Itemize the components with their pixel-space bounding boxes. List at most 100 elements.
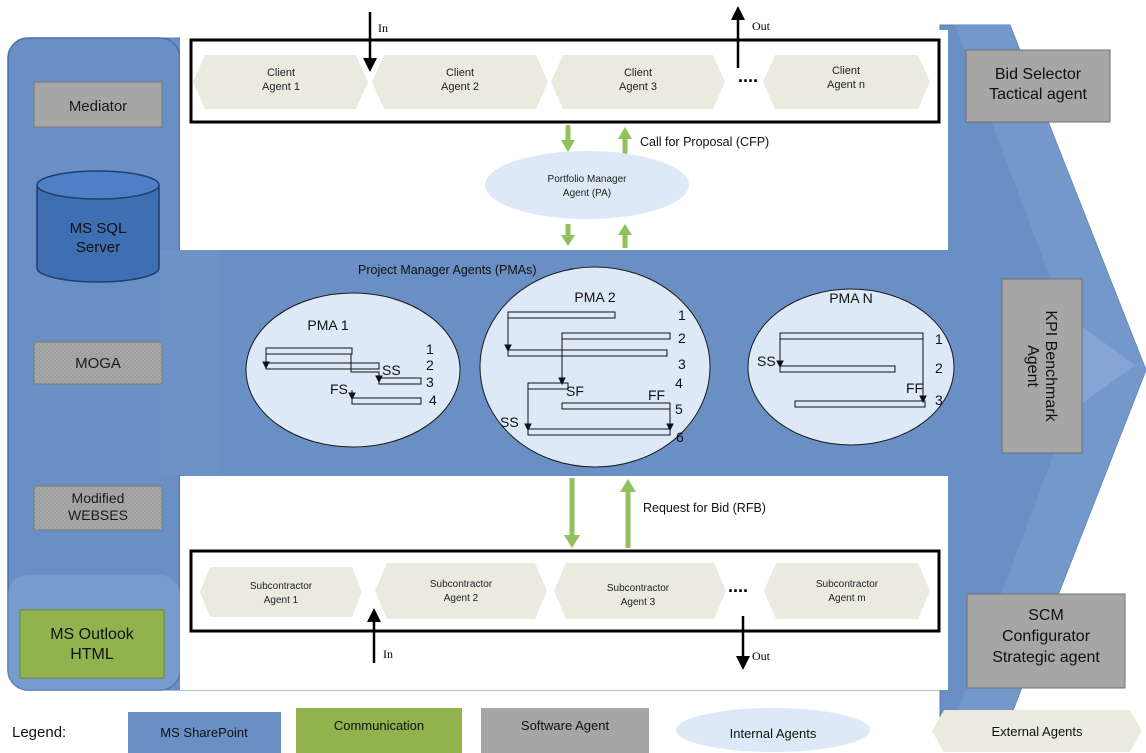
legend-communication-swatch [296, 708, 462, 753]
scm-line2: Configurator [1002, 628, 1091, 645]
portfolio-label-line1: Portfolio Manager [548, 174, 628, 185]
sql-label-line1: MS SQL [70, 220, 127, 237]
moga-label: MOGA [75, 355, 121, 372]
kpi-benchmark-line2: Agent [1024, 345, 1041, 387]
subcontractor-agent-m-line1: Subcontractor [816, 579, 879, 590]
subcontractor-agent-2-line2: Agent 2 [444, 593, 479, 604]
legend-software-swatch [481, 708, 649, 753]
database-icon [36, 170, 160, 283]
pma-n-num-1: 1 [935, 331, 943, 347]
cfp-arrows [561, 125, 632, 155]
webses-label-line1: Modified [72, 490, 125, 506]
pma-n-num-2: 2 [935, 360, 943, 376]
pma-1-title: PMA 1 [307, 317, 348, 333]
client-in-arrow [363, 12, 377, 72]
pma-1-num-1: 1 [426, 341, 434, 357]
legend-communication-label: Communication [334, 718, 424, 733]
client-in-label: In [378, 21, 388, 35]
legend-external-label: External Agents [991, 724, 1083, 739]
client-agent-1 [193, 55, 368, 109]
pma-2-title: PMA 2 [574, 289, 615, 305]
pma-1-num-4: 4 [429, 392, 437, 408]
pa-pma-arrows [561, 224, 632, 248]
client-out-arrow [731, 6, 745, 68]
client-agent-n-line1: Client [832, 65, 860, 77]
pma-1-gantt [262, 347, 422, 405]
client-agent-n [763, 55, 930, 109]
pma-2-num-2: 2 [678, 330, 686, 346]
pma-1-ss: SS [382, 362, 401, 378]
pma-n-ss: SS [757, 353, 776, 369]
client-agent-1-line1: Client [267, 67, 295, 79]
pma-2-sf: SF [566, 383, 584, 399]
scm-line1: SCM [1028, 607, 1064, 624]
scm-line3: Strategic agent [992, 649, 1100, 666]
moga-box [33, 341, 163, 385]
kpi-benchmark-box [1001, 278, 1083, 454]
client-agent-2-line2: Agent 2 [441, 81, 479, 93]
mediator-box [33, 81, 163, 128]
pma-n [747, 288, 955, 446]
legend-internal-swatch [676, 708, 870, 752]
subcontractor-agent-2-line1: Subcontractor [430, 579, 493, 590]
sql-label-line2: Server [76, 239, 120, 256]
subcontractor-in-label: In [383, 647, 393, 661]
legend-internal-label: Internal Agents [730, 726, 817, 741]
pma-1 [245, 292, 461, 448]
pma-2-ff: FF [648, 387, 665, 403]
outlook-box [19, 609, 165, 679]
legend-sharepoint-label: MS SharePoint [160, 725, 248, 740]
subcontractor-agent-1-line1: Subcontractor [250, 581, 313, 592]
scm-configurator-box [966, 593, 1126, 689]
pma-n-ff: FF [906, 380, 923, 396]
client-agent-2-line1: Client [446, 67, 474, 79]
rfb-label: Request for Bid (RFB) [643, 501, 766, 515]
client-out-label: Out [752, 19, 771, 33]
bid-selector-box [965, 49, 1111, 123]
pma-2-ss: SS [500, 414, 519, 430]
subcontractor-in-arrow [367, 608, 381, 663]
webses-box [33, 485, 163, 531]
client-agent-3-line2: Agent 3 [619, 81, 657, 93]
subcontractor-agent-3-line2: Agent 3 [621, 597, 656, 608]
client-ellipsis: .... [738, 66, 758, 86]
pma-1-num-3: 3 [426, 374, 434, 390]
pma-2-num-5: 5 [675, 401, 683, 417]
client-agent-3-line1: Client [624, 67, 652, 79]
portfolio-label-line2: Agent (PA) [563, 188, 611, 199]
pma-section-title: Project Manager Agents (PMAs) [358, 263, 537, 277]
subcontractor-out-label: Out [752, 649, 771, 663]
legend-external-swatch [932, 710, 1142, 752]
outlook-label-line2: HTML [70, 646, 114, 663]
mediator-label: Mediator [69, 98, 127, 115]
bid-selector-line1: Bid Selector [995, 66, 1082, 83]
pma-2 [479, 266, 711, 468]
subcontractor-agent-3-line1: Subcontractor [607, 583, 670, 594]
pma-n-title: PMA N [829, 290, 873, 306]
cfp-label: Call for Proposal (CFP) [640, 135, 769, 149]
subcontractor-agent-1-line2: Agent 1 [264, 595, 299, 606]
chevron-right-arrowhead [1080, 325, 1135, 405]
subcontractor-agent-m-line2: Agent m [828, 593, 865, 604]
client-agent-1-line2: Agent 1 [262, 81, 300, 93]
legend: Legend: MS SharePoint Communication Soft… [12, 708, 1142, 753]
subcontractor-agent-3 [554, 563, 726, 619]
kpi-benchmark-label: KPI Benchmark Agent [1024, 310, 1059, 422]
pma-n-gantt [776, 332, 927, 408]
webses-label-line2: WEBSES [68, 507, 128, 523]
pma-2-num-1: 1 [678, 307, 686, 323]
pma-2-gantt [504, 311, 674, 436]
client-agent-n-line2: Agent n [827, 79, 865, 91]
pma-1-fs: FS [330, 381, 348, 397]
kpi-benchmark-line1: KPI Benchmark [1042, 310, 1059, 422]
portfolio-manager-agent [485, 151, 689, 219]
legend-software-label: Software Agent [521, 718, 610, 733]
subcontractor-ellipsis: .... [728, 576, 748, 596]
outlook-label-line1: MS Outlook [50, 626, 135, 643]
pma-2-num-3: 3 [678, 356, 686, 372]
pma-2-num-6: 6 [676, 429, 684, 445]
sidebar-connector [160, 250, 220, 475]
pma-1-num-2: 2 [426, 357, 434, 373]
rfb-arrows [564, 478, 636, 548]
